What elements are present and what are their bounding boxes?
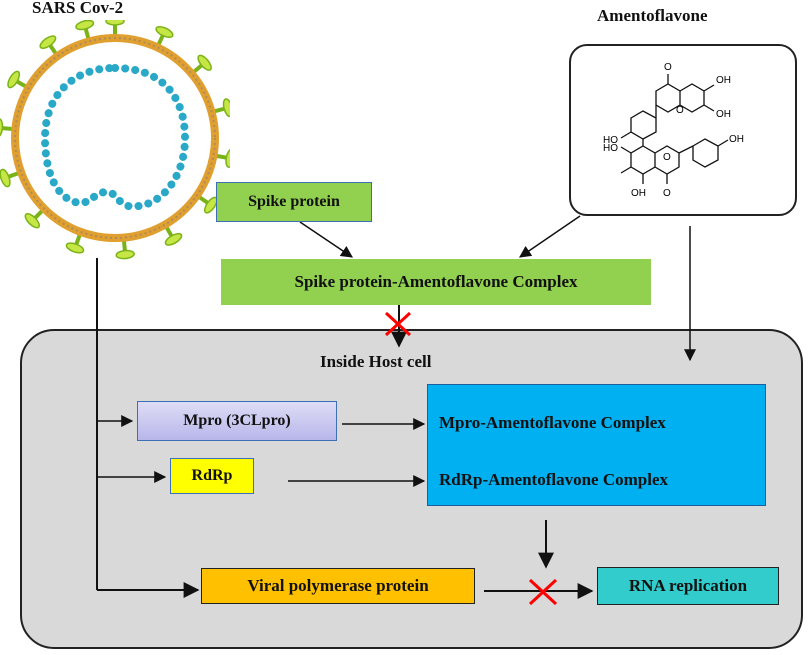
compound-title: Amentoflavone	[597, 6, 708, 25]
structure-label-o-4: O	[663, 188, 671, 199]
structure-label-o-1: O	[664, 62, 672, 73]
amentoflavone-structure: O OH OH O HO HO O OH OH O	[603, 62, 744, 199]
mpro-amentoflavone-complex-label: Mpro-Amentoflavone Complex	[439, 413, 666, 432]
structure-label-oh-2: OH	[716, 109, 731, 120]
arrow-compound-to-complex	[519, 215, 581, 258]
block-mark-replication	[528, 578, 558, 606]
structure-label-oh-3: OH	[729, 134, 744, 145]
block-mark-entry	[384, 311, 412, 337]
complex-panel	[427, 384, 766, 506]
virus-illustration	[0, 20, 230, 260]
rna-genome	[40, 63, 190, 211]
rdrp-amentoflavone-complex-label: RdRp-Amentoflavone Complex	[439, 470, 669, 489]
spike-amentoflavone-complex-box: Spike protein-Amentoflavone Complex	[221, 259, 651, 305]
arrow-spike-to-complex	[299, 221, 353, 258]
virus-title: SARS Cov-2	[32, 0, 124, 17]
rna-replication-box: RNA replication	[597, 567, 779, 605]
host-cell-label: Inside Host cell	[320, 352, 432, 371]
structure-label-oh-4: OH	[631, 188, 646, 199]
structure-label-oh-1: OH	[716, 75, 731, 86]
structure-label-o-2: O	[676, 105, 684, 116]
structure-label-ho-1: HO	[603, 135, 618, 146]
structure-label-ho-2: HO	[603, 143, 618, 154]
spike-protein-box: Spike protein	[216, 182, 372, 222]
structure-label-o-3: O	[663, 152, 671, 163]
rdrp-box: RdRp	[170, 458, 254, 494]
compound-structure-panel: O OH OH O HO HO O OH OH O	[569, 44, 797, 216]
viral-polymerase-protein-box: Viral polymerase protein	[201, 568, 475, 604]
mpro-box: Mpro (3CLpro)	[137, 401, 337, 441]
